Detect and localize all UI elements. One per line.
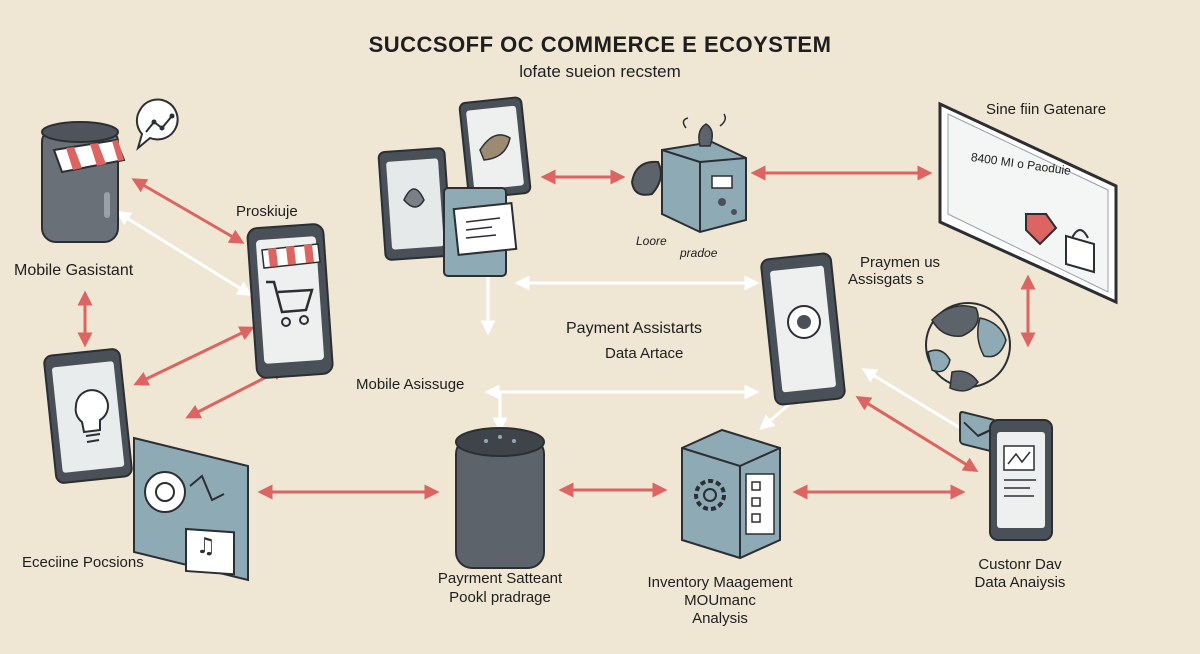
- label-data-artace: Data Artace: [605, 345, 684, 362]
- music-note-icon: ♫: [196, 534, 216, 559]
- monitor-panel: [938, 101, 1118, 453]
- processing-box: [630, 113, 747, 234]
- diagram-title: SUCCSOFF OC COMMERCE E ECOYSTEM: [368, 32, 832, 57]
- smart-speaker-store: [41, 98, 179, 243]
- label-pookl-pradrage: Pookl pradrage: [449, 589, 551, 606]
- report-phone: [989, 419, 1053, 541]
- tag-icon: [1025, 213, 1058, 246]
- lightbulb-phone: [43, 348, 133, 484]
- gear-icon: [694, 479, 726, 511]
- lightbulb-icon: [74, 389, 109, 443]
- arrow-phone-to-right-phone-red: [855, 396, 979, 472]
- label-inventory-line1: Inventory Maagement: [647, 574, 793, 591]
- label-payment-assistarts: Payment Assistarts: [566, 320, 703, 337]
- chart-bubble-icon: [135, 98, 179, 151]
- center-smart-speaker: [455, 427, 545, 569]
- arrows: [77, 165, 1036, 500]
- label-mobile-gasistant: Mobile Gasistant: [14, 262, 134, 279]
- shopping-tablet: [246, 223, 334, 379]
- arrow-phone-to-tablet: [133, 326, 255, 386]
- label-ececiine-pocsions: Ececiine Pocsions: [22, 554, 144, 571]
- bag-icon: [1065, 234, 1095, 274]
- camera-phone: [760, 252, 846, 406]
- shopping-cart-icon: [266, 280, 314, 327]
- diagram-subtitle: lofate sueion recstem: [519, 62, 681, 81]
- label-pradoe: pradoe: [680, 246, 718, 260]
- stacked-devices: [377, 96, 532, 277]
- arrow-light-speaker-to-tablet: [115, 211, 253, 296]
- label-payment-satteant: Payrment Satteant: [437, 570, 563, 587]
- label-sine-fiin: Sine fiin Gatenare: [986, 101, 1107, 118]
- label-loore: Loore: [636, 234, 667, 248]
- globe-icon: [925, 302, 1011, 392]
- label-custonr-line2: Data Anaiysis: [974, 574, 1066, 591]
- media-screen: ♫: [133, 436, 249, 582]
- label-inventory-line2: MOUmanc: [684, 592, 756, 609]
- label-inventory-line3: Analysis: [692, 610, 748, 627]
- label-mobile-asissuge: Mobile Asissuge: [356, 376, 465, 393]
- inventory-box: [681, 428, 781, 560]
- label-proskiuje: Proskiuje: [236, 203, 298, 220]
- label-prayment-line1: Praymen us: [860, 254, 941, 271]
- label-custonr-line1: Custonr Dav: [978, 556, 1062, 573]
- label-prayment-line2: Assisgats s: [848, 271, 924, 288]
- arrow-speaker-to-tablet: [131, 178, 245, 244]
